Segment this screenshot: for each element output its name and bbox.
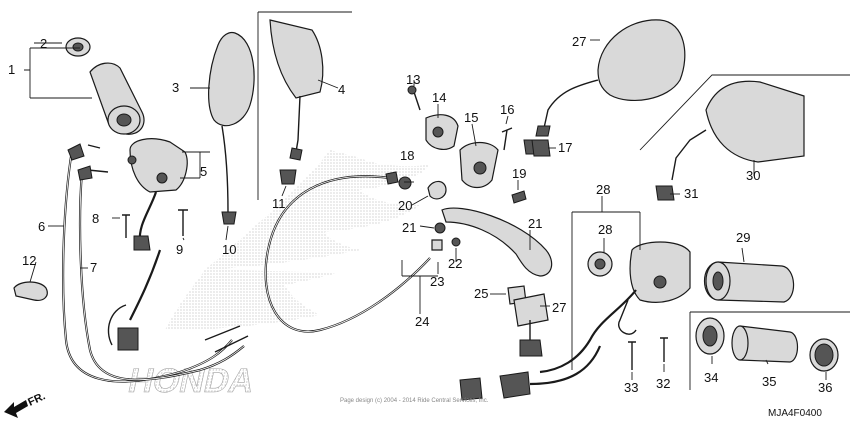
callout-20: 4 [338,82,345,97]
callout-4: 24 [415,314,429,329]
callout-labels: 1 2 3 4 5 6 7 8 9 10 11 12 13 14 15 16 1… [8,34,832,395]
fr-label: FR. [26,390,47,408]
right-mirror [531,19,686,157]
callout-28-left: 11 [272,196,286,211]
copyright-text: Page design (c) 2004 - 2014 Ride Central… [340,398,489,404]
callout-18: 21 [528,216,542,231]
callout-28-right: 31 [684,186,698,201]
leader-lines [24,39,827,380]
clutch-lever-assembly [398,85,553,277]
left-switch-housing [107,138,188,351]
callout-10: 14 [432,90,446,105]
callout-15: 36 [818,380,832,395]
callout-6: 28 [596,182,610,197]
callout-1: 6 [38,219,45,234]
callout-30: 12 [22,253,36,268]
honda-wing-watermark: HONDA [125,150,430,400]
callout-8: 27 [552,300,566,315]
left-mirror [208,31,255,225]
callout-32: 32 [656,376,670,391]
callout-23: 13 [406,72,420,87]
callout-36: 23 [430,274,444,289]
callout-7: 19 [512,166,526,181]
callout-31: 9 [176,242,183,257]
callout-2: 7 [90,260,97,275]
callout-21-right: 27 [572,34,586,49]
callout-9: 25 [474,286,488,301]
clutch-cable [264,171,431,333]
screws-right [628,337,668,370]
callout-27-left: 10 [222,242,236,257]
callout-33: 8 [92,211,99,226]
callout-11: 1 [8,62,15,77]
grip-parts-13-15-16 [695,317,839,372]
right-switch-housing [459,241,691,401]
callout-12: 29 [736,230,750,245]
screws-left [87,144,188,238]
callout-3: 28 [598,222,612,237]
throttle-cables [62,143,249,383]
callout-34: 33 [624,380,638,395]
callout-19: 18 [400,148,414,163]
mirror-20 [269,19,324,185]
callout-16: 34 [704,370,718,385]
left-grip [65,37,145,135]
callout-24: 16 [500,102,514,117]
mirror-22 [655,80,805,201]
callout-29: 20 [398,198,412,213]
callout-13: 35 [762,374,776,389]
callout-22: 30 [746,168,760,183]
front-direction-arrow: FR. [4,390,47,418]
callout-14: 2 [40,36,47,51]
group-frame-lines [257,11,850,390]
cable-strap [13,281,48,301]
callout-21-left: 3 [172,80,179,95]
callout-35: 22 [448,256,462,271]
callout-5: 5 [200,164,207,179]
callout-25: 21 [402,220,416,235]
right-grip [704,261,795,303]
relay-8-9 [507,285,549,327]
callout-27-right: 17 [558,140,572,155]
callout-17: 15 [464,110,478,125]
diagram-code: MJA4F0400 [768,408,822,419]
